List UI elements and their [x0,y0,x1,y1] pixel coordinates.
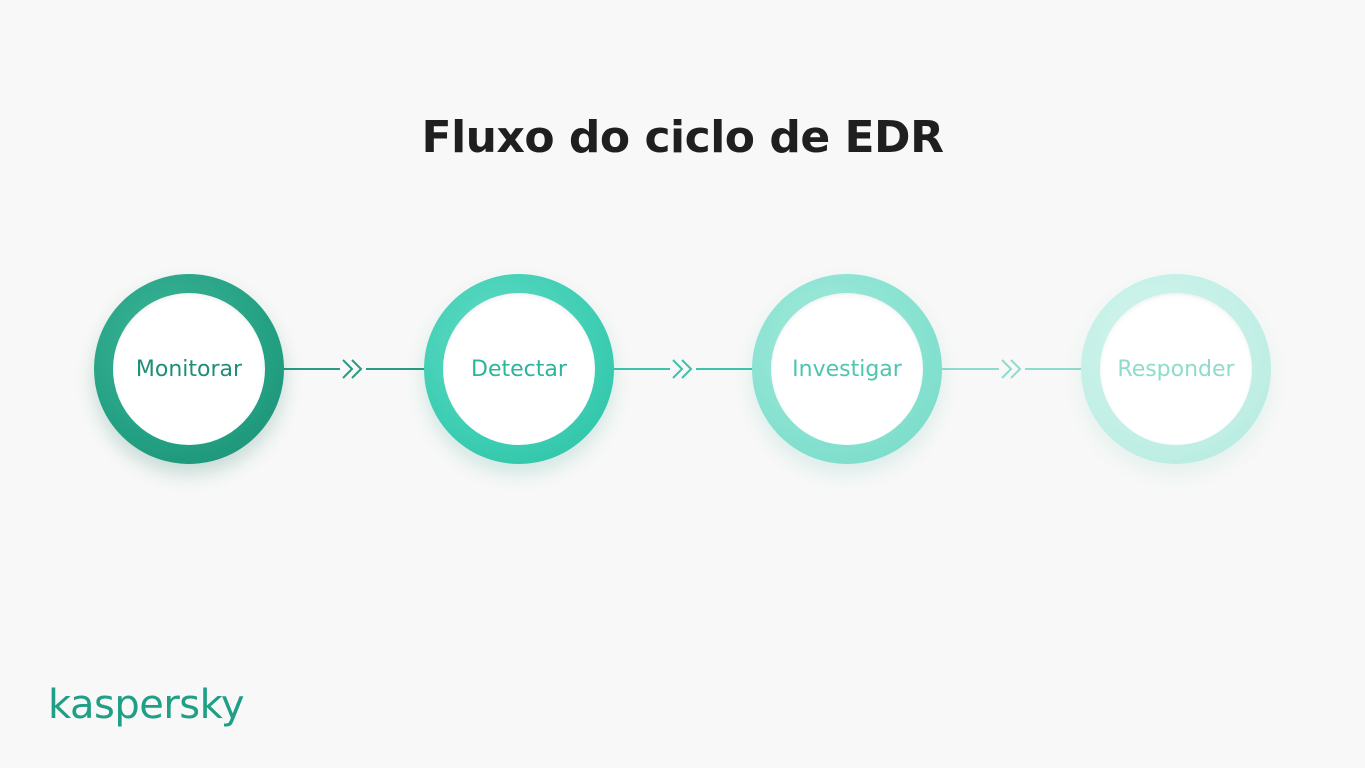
step-responder: Responder [1081,274,1271,464]
step-inner: Monitorar [113,293,265,445]
step-label: Monitorar [135,356,243,382]
connector-3 [942,357,1083,381]
step-inner: Detectar [443,293,595,445]
step-inner: Investigar [771,293,923,445]
step-inner: Responder [1100,293,1252,445]
step-label: Detectar [471,356,567,382]
double-chevron-right-icon [670,357,696,381]
diagram-title: Fluxo do ciclo de EDR [421,112,944,163]
step-investigar: Investigar [752,274,942,464]
kaspersky-logo: kaspersky [48,682,245,728]
connector-2 [614,357,754,381]
step-detectar: Detectar [424,274,614,464]
step-label: Investigar [792,356,902,382]
step-monitorar: Monitorar [94,274,284,464]
double-chevron-right-icon [999,357,1025,381]
double-chevron-right-icon [340,357,366,381]
step-label: Responder [1117,356,1235,382]
connector-1 [284,357,426,381]
